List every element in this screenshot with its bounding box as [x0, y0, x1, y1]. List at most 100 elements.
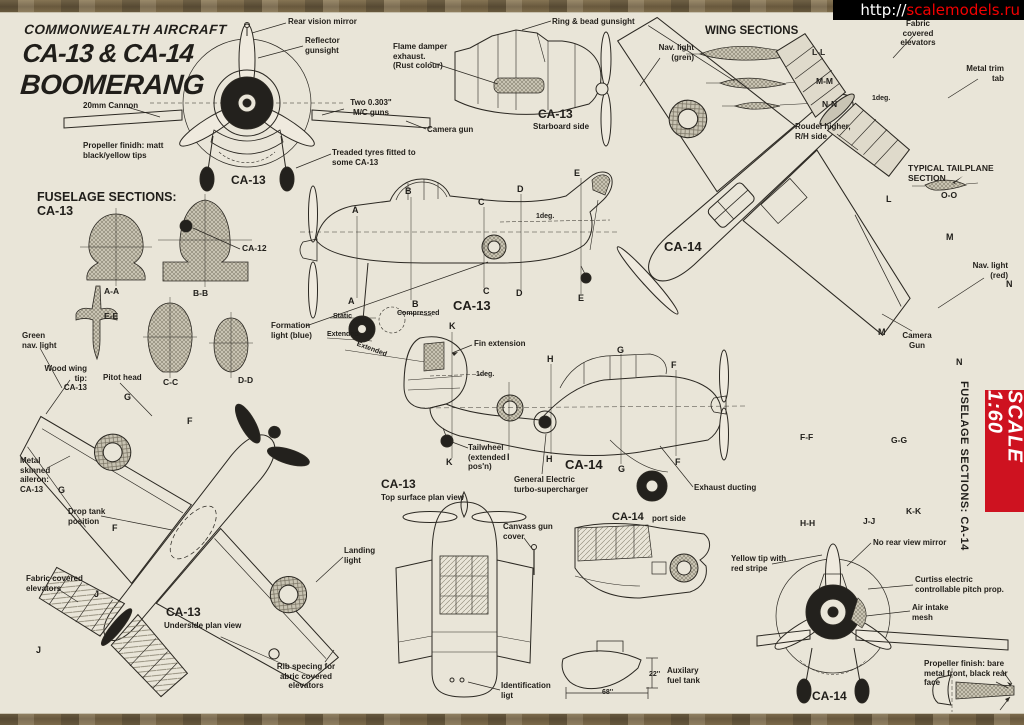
label-canvass-gun-cover: Canvass gun cover: [503, 522, 553, 541]
marker-d-bottom: D: [516, 288, 523, 298]
marker-e-bottom: E: [578, 293, 585, 303]
caption-ca13-underside: CA-13: [166, 605, 201, 619]
marker-h-bottom: H: [546, 454, 553, 464]
label-flame-damper: Flame damper exhaust. (Rust colour): [393, 42, 448, 71]
heading-typical-tailplane: TYPICAL TAILPLANE SECTION: [908, 163, 994, 184]
marker-j-left: J: [36, 645, 42, 655]
section-ca12: CA-12: [242, 243, 267, 253]
label-roudel-higher: Roudel higher, R/H side: [795, 122, 851, 141]
caption-ca13-front: CA-13: [231, 173, 266, 187]
section-kk: K-K: [906, 506, 922, 516]
label-yellow-tip: Yellow tip with red stripe: [731, 554, 787, 573]
drawing-sheet: [0, 12, 1024, 714]
label-exhaust-ducting: Exhaust ducting: [694, 483, 757, 492]
label-aux-fuel-tank: Auxilary fuel tank: [667, 666, 700, 685]
label-formation-light: Formation light (blue): [271, 321, 312, 340]
label-propeller-finish-bare: Propeller finish: bare metal front, blac…: [924, 659, 1008, 688]
marker-b-bottom: B: [412, 299, 419, 309]
label-camera-gun-top: Camera Gun: [902, 331, 932, 350]
dim-68: 68'': [602, 689, 614, 696]
label-1deg-ca13-side: 1deg.: [536, 213, 555, 220]
section-nn: N-N: [822, 99, 838, 109]
caption-ca14-side: CA-14: [565, 457, 603, 472]
section-aa: A-A: [104, 286, 120, 296]
label-1deg-ca14-side: 1deg.: [476, 371, 495, 378]
section-ll: L-L: [812, 47, 826, 57]
marker-f-top: F: [671, 360, 677, 370]
url-protocol: http://: [860, 0, 907, 19]
label-rib-spacing: Rib specing for abric covered elevators: [276, 662, 336, 691]
marker-g-top: G: [617, 345, 625, 355]
caption-ca13-topsurface-sub: Top surface plan view: [381, 493, 464, 502]
title-line1: COMMONWEALTH AIRCRAFT: [23, 22, 228, 37]
marker-c-top: C: [478, 197, 485, 207]
marker-k-top: K: [449, 321, 456, 331]
url-site: scalemodels.ru: [906, 0, 1020, 19]
marker-b-top: B: [405, 186, 412, 196]
marker-a-top: A: [352, 205, 359, 215]
section-ee: E-E: [104, 311, 119, 321]
marker-j-right: J: [94, 589, 100, 599]
marker-f-under-top: F: [187, 416, 193, 426]
title-block: COMMONWEALTH AIRCRAFT CA-13 & CA-14 BOOM…: [19, 22, 227, 101]
marker-d-top: D: [517, 184, 524, 194]
label-no-rear-mirror: No rear view mirror: [873, 538, 947, 547]
marker-c-bottom: C: [483, 286, 490, 296]
label-tailwheel: Tailwheel (extended pos'n): [468, 443, 506, 472]
label-propeller-finish-matt: Propeller finidh: matt black/yellow tips: [83, 141, 164, 160]
label-1deg-ca14-top: 1deg.: [872, 95, 891, 102]
dim-22: 22'': [649, 671, 661, 678]
heading-wing-sections: WING SECTIONS: [705, 25, 799, 37]
label-gear-extended1: Extended: [327, 331, 359, 338]
section-dd: D-D: [238, 375, 254, 385]
label-air-intake-mesh: Air intake mesh: [912, 603, 949, 622]
caption-ca14-front: CA-14: [812, 689, 847, 703]
caption-ca13-side: CA-13: [453, 298, 491, 313]
section-hh: H-H: [800, 518, 816, 528]
label-identification-light: Identification ligt: [501, 681, 551, 700]
label-metal-skinned-aileron: Metal skinned aileron: CA-13: [20, 456, 51, 494]
marker-m-ca14top-right: M: [946, 232, 954, 242]
section-mm: M-M: [816, 76, 833, 86]
marker-f-under-bottom: F: [112, 523, 118, 533]
label-general-electric: General Electric turbo-supercharger: [514, 475, 589, 494]
wood-table-bottom-strip: [0, 711, 1024, 725]
label-fin-extension: Fin extension: [474, 339, 526, 348]
label-fabric-elevators-under: Fabric covered elevators: [26, 574, 83, 593]
label-green-nav-light: Green nav. light: [22, 331, 57, 350]
marker-e-top: E: [574, 168, 581, 178]
section-jj: J-J: [863, 516, 876, 526]
section-bb: B-B: [193, 288, 209, 298]
caption-ca14-top: CA-14: [664, 239, 702, 254]
label-landing-light: Landing light: [344, 546, 376, 565]
title-line3: BOOMERANG: [19, 69, 206, 100]
caption-ca13-starboard: CA-13: [538, 107, 573, 121]
label-nav-light-green-wing: Nav. light (gren): [658, 43, 694, 62]
label-pitot-head: Pitot head: [103, 373, 142, 382]
scale-box: SCALE 1:60: [983, 390, 1024, 512]
label-two-0303-guns: Two 0.303" M/C guns: [350, 98, 392, 117]
label-gear-static: Static: [333, 313, 353, 320]
label-nav-light-red: Nav. light (red): [972, 261, 1008, 280]
heading-fuselage-sections-ca13: FUSELAGE SECTIONS: CA-13: [37, 190, 177, 219]
label-treaded-tyres: Treaded tyres fitted to some CA-13: [332, 148, 416, 167]
scale-text: SCALE 1:60: [983, 390, 1024, 463]
title-line2: CA-13 & CA-14: [21, 38, 195, 68]
label-20mm-cannon: 20mm Cannon: [83, 101, 139, 110]
label-curtiss-prop: Curtiss electric controllable pitch prop…: [915, 575, 1004, 594]
caption-ca13-underside-sub: Underside plan view: [164, 621, 242, 630]
heading-fuselage-sections-ca14: FUSELAGE SECTIONS: CA-14: [958, 381, 970, 551]
label-fabric-elevators-top: Fabric covered elevators: [900, 19, 936, 48]
marker-g-under-bottom: G: [58, 485, 66, 495]
section-oo: O-O: [941, 190, 958, 200]
label-ring-bead-gunsight: Ring & bead gunsight: [552, 17, 635, 26]
label-gear-compressed: Compressed: [397, 310, 440, 317]
marker-h-top: H: [547, 354, 554, 364]
section-cc: C-C: [163, 377, 179, 387]
label-drop-tank: Drop tank position: [68, 507, 106, 526]
marker-k-bottom: K: [446, 457, 453, 467]
label-wood-wing-tip: Wood wing tip: CA-13: [44, 364, 87, 393]
label-reflector-gunsight: Reflector gunsight: [305, 36, 340, 55]
caption-ca14-port: CA-14: [612, 511, 644, 523]
